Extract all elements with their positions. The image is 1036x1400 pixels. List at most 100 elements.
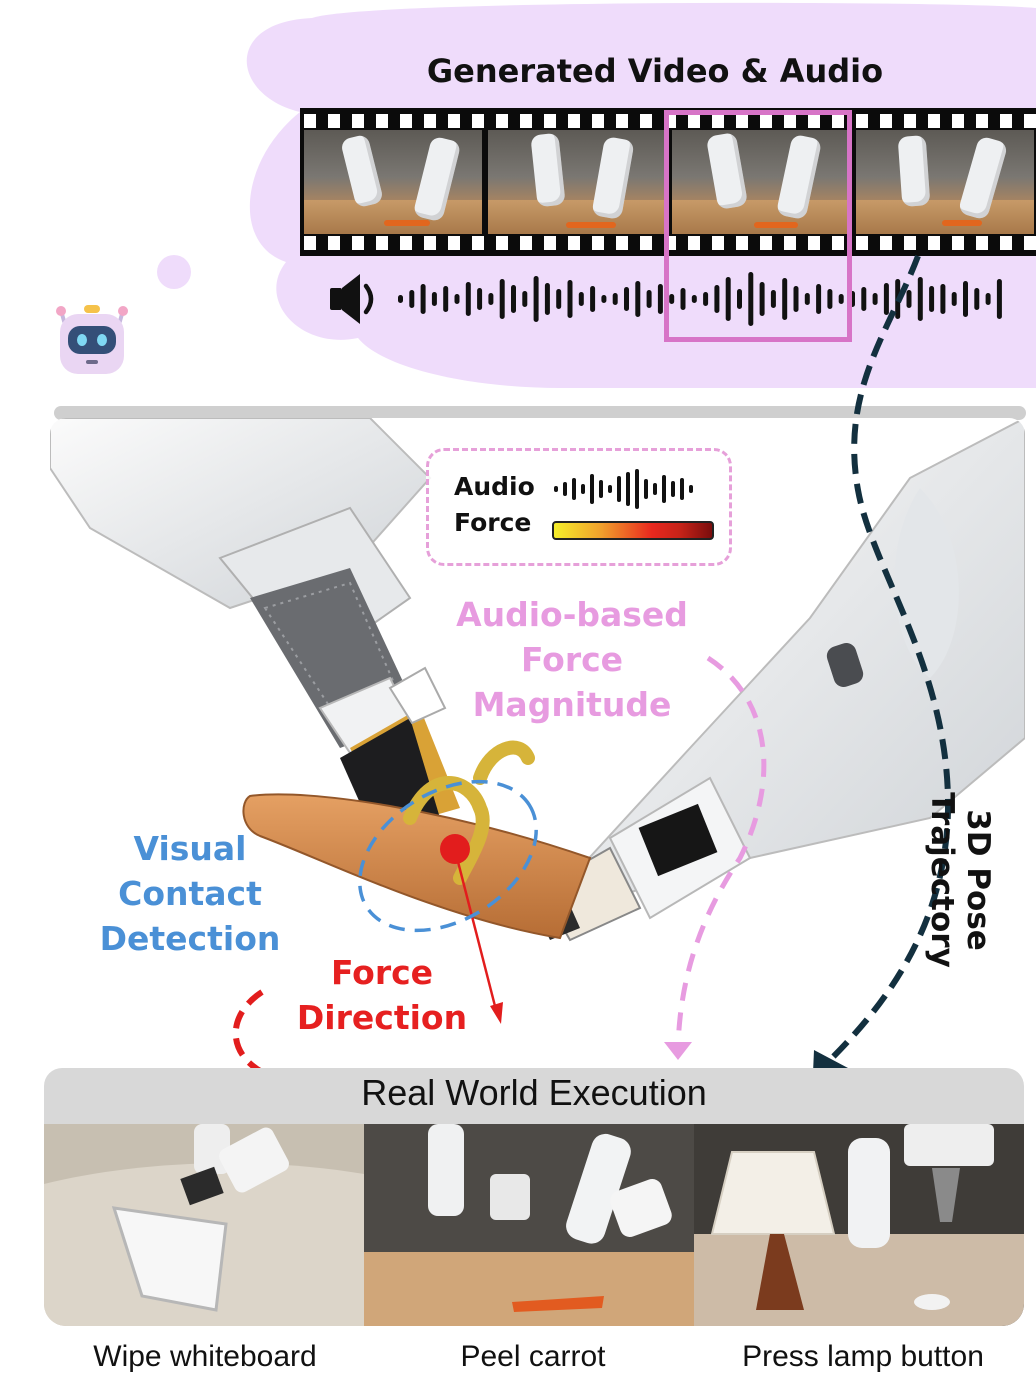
waveform-bar	[770, 290, 776, 308]
waveform-bar	[883, 283, 889, 315]
legend-audio-label: Audio	[454, 472, 535, 501]
waveform-bar	[748, 272, 754, 326]
waveform-bar	[793, 286, 799, 312]
waveform-bar	[691, 295, 697, 303]
waveform-bar	[714, 285, 720, 313]
waveform-bar	[816, 284, 822, 314]
legend-force-label: Force	[454, 508, 532, 537]
waveform-bar	[409, 290, 415, 308]
legend-waveform-bar	[572, 478, 576, 500]
waveform-bar	[511, 285, 516, 313]
left-robot-arm	[50, 418, 460, 848]
waveform-bar	[567, 280, 573, 318]
video-frame-2	[488, 130, 666, 234]
video-frame-3	[672, 130, 850, 234]
waveform-bar	[499, 279, 505, 319]
legend-waveform-bar	[653, 483, 657, 495]
waveform-bar	[544, 283, 550, 315]
waveform-bar	[533, 276, 539, 322]
waveform-bar	[590, 286, 596, 312]
waveform-bar	[443, 286, 449, 312]
waveform-bar	[635, 281, 641, 317]
legend-waveform-bar	[662, 475, 666, 503]
waveform-bar	[906, 290, 912, 308]
waveform-bar	[669, 294, 675, 304]
waveform-bar	[703, 292, 709, 306]
execution-photo-strip	[44, 1124, 1024, 1326]
audio-force-magnitude-label: Audio-based Force Magnitude	[456, 595, 688, 724]
waveform-bar	[827, 289, 833, 309]
right-robot-arm	[530, 418, 1025, 942]
robot-scene-illustration	[50, 418, 1025, 1060]
legend-waveform-bar	[644, 479, 648, 499]
wipe-whiteboard-photo	[44, 1124, 364, 1326]
waveform-bar	[578, 292, 584, 306]
legend-waveform-bar	[599, 480, 603, 498]
legend-waveform	[554, 469, 693, 509]
execution-header-bar	[44, 1068, 1024, 1128]
waveform-bar	[465, 282, 471, 316]
waveform-bar	[940, 284, 946, 314]
force-direction-label: Force Direction	[296, 953, 468, 1037]
waveform-bar	[601, 295, 607, 303]
waveform-bar	[657, 284, 663, 314]
waveform-bar	[974, 288, 980, 310]
legend-waveform-bar	[689, 485, 693, 493]
contact-point-marker	[440, 834, 470, 864]
generated-video-audio-title: Generated Video & Audio	[426, 52, 884, 90]
force-direction-arrow	[453, 849, 498, 1011]
legend-waveform-bar	[563, 482, 567, 496]
real-world-execution-title: Real World Execution	[361, 1072, 707, 1113]
speaker-icon	[330, 274, 374, 324]
video-frame-1	[304, 130, 482, 234]
waveform-bar	[624, 287, 629, 311]
waveform-bar	[737, 289, 742, 309]
caption-wipe-whiteboard: Wipe whiteboard	[93, 1340, 317, 1373]
waveform-bar	[759, 282, 765, 316]
selected-segment-highlight	[664, 110, 852, 342]
force-color-scale	[552, 521, 714, 540]
video-frame-4	[856, 130, 1034, 234]
waveform-bar	[454, 294, 460, 304]
film-perforations-bottom	[304, 236, 1036, 250]
legend-waveform-bar	[581, 484, 585, 494]
waveform-bar	[488, 293, 494, 305]
legend-waveform-bar	[554, 486, 558, 492]
robot-icon	[56, 305, 128, 374]
press-lamp-button-photo	[694, 1124, 1024, 1326]
peel-carrot-photo	[364, 1124, 694, 1326]
waveform-bar	[872, 293, 878, 305]
waveform-bar	[725, 277, 731, 321]
waveform-bar	[861, 287, 867, 311]
waveform-bar	[917, 277, 923, 321]
waveform-bar	[646, 290, 652, 308]
waveform-bar	[838, 294, 844, 304]
waveform-bar	[420, 284, 426, 314]
caption-press-lamp-button: Press lamp button	[742, 1340, 984, 1373]
waveform-bar	[782, 278, 788, 320]
waveform-bar	[431, 292, 437, 306]
legend-waveform-bar	[608, 485, 612, 493]
audio-waveform-row	[330, 272, 1002, 326]
film-perforations-top	[304, 114, 1036, 128]
audio-waveform	[398, 272, 1002, 326]
waveform-bar	[556, 289, 562, 309]
waveform-bar	[804, 293, 810, 305]
visual-contact-region	[358, 779, 538, 933]
yellow-peeler	[403, 740, 535, 885]
pose-trajectory-label: 3D Pose Trajectory	[924, 792, 996, 968]
legend-waveform-bar	[617, 476, 621, 502]
section-divider	[54, 406, 1026, 420]
legend-waveform-bar	[671, 481, 675, 497]
waveform-bar	[963, 281, 968, 317]
caption-peel-carrot: Peel carrot	[460, 1340, 606, 1373]
legend-waveform-bar	[590, 474, 594, 504]
waveform-bar	[985, 293, 991, 305]
waveform-bar	[951, 292, 957, 306]
waveform-bar	[398, 295, 403, 303]
waveform-bar	[612, 293, 618, 305]
carrot	[242, 793, 592, 940]
waveform-bar	[929, 286, 935, 312]
audio-force-legend	[426, 448, 732, 566]
legend-waveform-bar	[680, 478, 684, 500]
